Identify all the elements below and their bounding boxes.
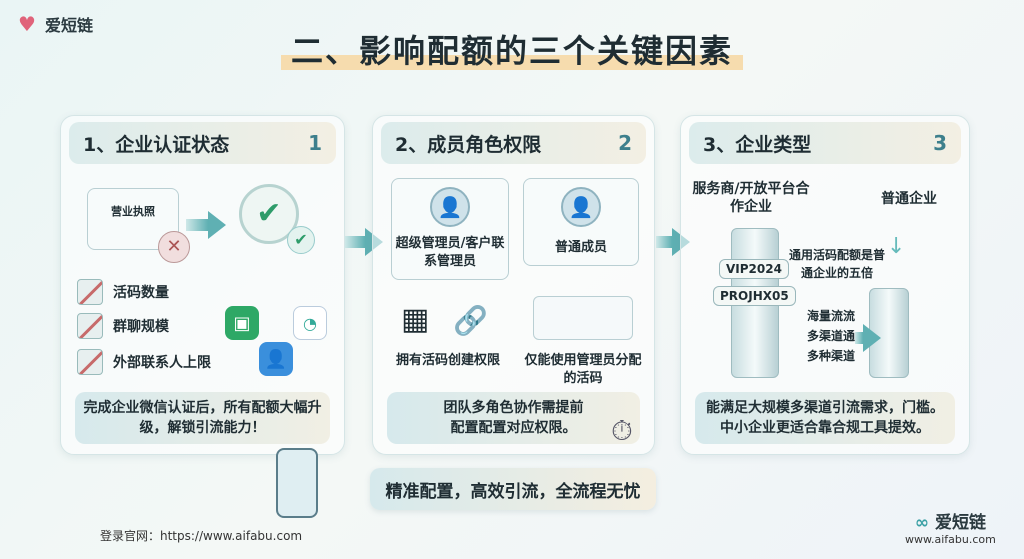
arrow-icon xyxy=(855,324,881,352)
channel-list: 海量流流多渠道通多种渠道 xyxy=(801,306,861,366)
arrow-icon xyxy=(186,211,226,239)
admin-key-icon: 👤 xyxy=(430,187,470,227)
link-logo-icon: ∞ xyxy=(914,513,930,533)
panel-heading: 2、成员角色权限 xyxy=(395,133,542,156)
limit-item: 活码数量 xyxy=(77,279,169,305)
slogan-banner: 精准配置，高效引流，全流程无忧 xyxy=(370,468,656,510)
quota-note: 通用活码配额是普通企业的五倍 xyxy=(788,248,885,280)
panel-summary: 能满足大规模多渠道引流需求，门槛。中小企业更适合靠合规工具提效。 xyxy=(695,392,955,444)
panel-header: 2、成员角色权限 2 xyxy=(381,122,646,164)
panel-header: 1、企业认证状态 1 xyxy=(69,122,336,164)
member-permission-label: 仅能使用管理员分配的活码 xyxy=(524,353,642,386)
role-member-label: 普通成员 xyxy=(554,240,607,255)
limit-label: 群聊规模 xyxy=(113,319,169,335)
member-gear-icon: 👤 xyxy=(561,187,601,227)
code-tag: VIP2024 xyxy=(719,259,789,279)
type-partner-label: 服务商/开放平台合作企业 xyxy=(692,181,810,215)
stopwatch-icon: ⏱ xyxy=(611,414,633,447)
panel-number: 3 xyxy=(933,131,947,155)
panel-summary: 完成企业微信认证后，所有配额大幅升级，解锁引流能力！ xyxy=(75,392,330,444)
channel-item: 海量流流 xyxy=(806,309,855,323)
code-tag: PROJHX05 xyxy=(713,286,796,306)
x-icon: ✕ xyxy=(158,231,190,263)
panel-certification: 1、企业认证状态 1 营业执照 ✕ ✔ ✔ 活码数量 群聊规模 外部联系人上限 ▣… xyxy=(60,115,345,455)
brand-logo: ♥ 爱短链 xyxy=(18,12,93,36)
limit-label: 活码数量 xyxy=(113,285,169,301)
type-normal-label: 普通企业 xyxy=(881,191,937,207)
role-card-member: 👤 普通成员 xyxy=(523,178,639,266)
panel-heading: 1、企业认证状态 xyxy=(83,133,230,156)
panel-enterprise-type: 3、企业类型 3 服务商/开放平台合作企业 普通企业 ↓ VIP2024 PROJ… xyxy=(680,115,970,455)
link-chain-icon: 🔗 xyxy=(453,304,488,337)
page-title: 二、影响配额的三个关键因素 xyxy=(0,26,1024,72)
brand-footer: ∞ 爱短链 www.aifabu.com xyxy=(905,508,996,546)
phone-hand-icon xyxy=(276,448,318,518)
panel-heading: 3、企业类型 xyxy=(703,133,812,156)
brand-name: 爱短链 xyxy=(45,16,94,35)
panel-summary: 团队多角色协作需提前配置配置对应权限。 xyxy=(387,392,640,444)
limit-item: 群聊规模 xyxy=(77,313,169,339)
heart-logo-icon: ♥ xyxy=(18,12,36,36)
group-crossed-icon xyxy=(77,313,103,339)
user-icon: 👤 xyxy=(259,342,293,376)
brand-name: 爱短链 xyxy=(934,513,986,533)
qr-code-icon: ▦ xyxy=(401,302,430,337)
business-license-icon: 营业执照 ✕ xyxy=(87,188,190,263)
role-admin-label: 超级管理员/客户联系管理员 xyxy=(395,236,505,269)
limit-item: 外部联系人上限 xyxy=(77,349,211,375)
channel-item: 多渠道通 xyxy=(806,329,855,343)
contacts-crossed-icon xyxy=(77,349,103,375)
admin-permission-label: 拥有活码创建权限 xyxy=(395,353,500,368)
limit-label: 外部联系人上限 xyxy=(113,355,211,371)
page-title-text: 二、影响配额的三个关键因素 xyxy=(280,32,743,70)
panel-header: 3、企业类型 3 xyxy=(689,122,961,164)
panel-number: 1 xyxy=(308,131,322,155)
verified-badge-icon: ✔ xyxy=(239,184,299,244)
down-arrow-icon: ↓ xyxy=(887,234,906,259)
qr-code-icon: ▣ xyxy=(225,306,259,340)
panel-number: 2 xyxy=(618,131,632,155)
assign-dashboard-icon xyxy=(533,296,633,340)
channel-item: 多种渠道 xyxy=(806,349,855,363)
license-label: 营业执照 xyxy=(111,205,155,218)
role-card-admin: 👤 超级管理员/客户联系管理员 xyxy=(391,178,509,280)
gauge-icon: ◔ xyxy=(293,306,327,340)
check-icon: ✔ xyxy=(287,226,315,254)
brand-url: www.aifabu.com xyxy=(905,533,996,546)
login-url[interactable]: 登录官网：https://www.aifabu.com xyxy=(100,529,303,543)
qr-crossed-icon xyxy=(77,279,103,305)
panel-member-roles: 2、成员角色权限 2 👤 超级管理员/客户联系管理员 👤 普通成员 ▦ 🔗 拥有活… xyxy=(372,115,655,455)
